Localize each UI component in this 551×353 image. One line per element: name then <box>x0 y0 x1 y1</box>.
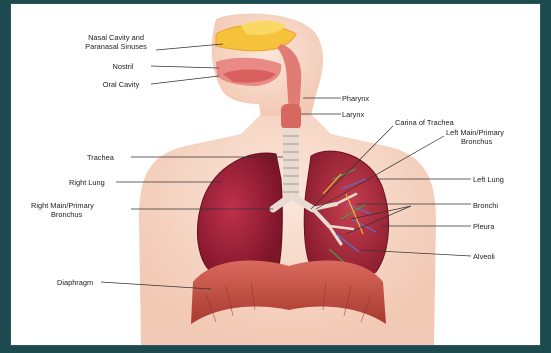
label-alveoli: Alveoli <box>473 252 495 261</box>
label-nasal-cavity-2: Paranasal Sinuses <box>85 42 147 51</box>
label-carina: Carina of Trachea <box>395 118 455 127</box>
label-pharynx: Pharynx <box>342 94 369 103</box>
label-nasal-cavity-1: Nasal Cavity and <box>88 33 144 42</box>
respiratory-system-diagram: Nasal Cavity and Paranasal Sinuses Nostr… <box>11 4 540 345</box>
label-larynx: Larynx <box>342 110 364 119</box>
label-right-main-bronchus-2: Bronchus <box>51 210 83 219</box>
diagram-frame: Nasal Cavity and Paranasal Sinuses Nostr… <box>11 4 540 345</box>
label-nostril: Nostril <box>113 62 134 71</box>
label-pleura: Pleura <box>473 222 495 231</box>
label-right-lung: Right Lung <box>69 178 105 187</box>
label-left-main-bronchus-1: Left Main/Primary <box>446 128 504 137</box>
label-trachea: Trachea <box>87 153 115 162</box>
label-oral-cavity: Oral Cavity <box>103 80 140 89</box>
larynx <box>281 104 301 130</box>
label-right-main-bronchus-1: Right Main/Primary <box>31 201 94 210</box>
trachea <box>283 128 299 198</box>
label-left-lung: Left Lung <box>473 175 504 184</box>
label-left-main-bronchus-2: Bronchus <box>461 137 493 146</box>
label-bronchi: Bronchi <box>473 201 498 210</box>
label-diaphragm: Diaphragm <box>57 278 93 287</box>
